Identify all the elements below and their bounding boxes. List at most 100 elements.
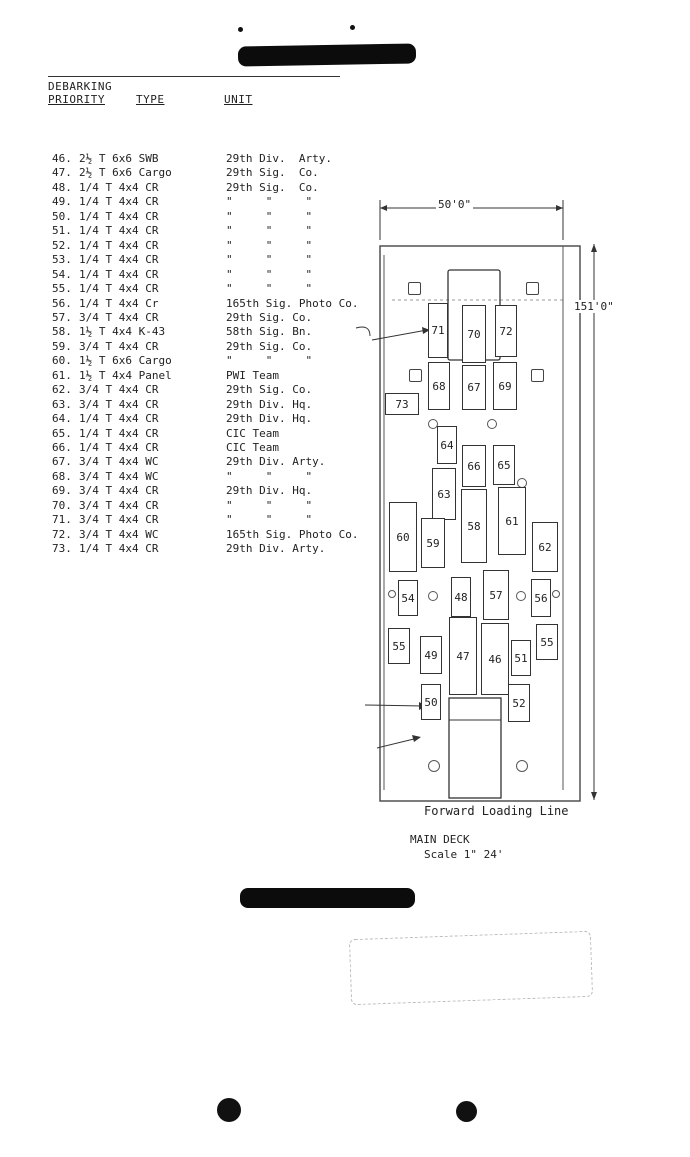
vehicle-55a: 55 [388,628,410,664]
vehicle-66: 66 [462,445,486,487]
punch-hole-right [456,1101,477,1122]
tie-down-ring [516,591,526,601]
vehicle-49: 49 [420,636,442,674]
header-unit: UNIT [224,93,253,106]
row-priority: 49. [52,195,72,209]
row-unit: 29th Div. Arty. [226,152,332,165]
row-type: 1/4 T 4x4 Cr [79,296,159,310]
row-unit: 29th Sig. Co. [226,166,319,180]
main-deck-label: MAIN DECK [410,833,470,846]
vehicle-63: 63 [432,468,456,520]
vehicle-50: 50 [421,684,441,720]
row-unit: 29th Div. Arty. [226,542,326,556]
vehicle-65: 65 [493,445,515,485]
row-type: 2½ T 6x6 Cargo [79,166,172,180]
row-unit: 29th Sig. Co. [226,310,313,324]
row-unit: " " " [226,513,313,527]
row-priority: 62. [52,383,72,397]
length-dimension-label: 151'0" [574,300,614,313]
ink-mark [238,27,243,32]
deck-marker [409,369,422,382]
row-type: 1½ T 6x6 Cargo [79,354,172,368]
row-type: 1/4 T 4x4 CR [79,282,159,296]
ink-mark [350,25,355,30]
row-priority: 54. [52,267,72,281]
row-priority: 68. [52,469,72,483]
vehicle-68: 68 [428,362,450,410]
vehicle-57: 57 [483,570,509,620]
row-unit: 29th Div. Arty. [226,455,326,469]
row-unit: " " " [226,469,313,483]
row-priority: 58. [52,325,72,339]
row-unit: 29th Sig. Co. [226,180,319,194]
row-type: 1/4 T 4x4 CR [79,441,159,454]
row-unit: 29th Div. Hq. [226,484,313,498]
row-unit: 29th Div. Hq. [226,412,313,426]
row-priority: 47. [52,166,72,180]
row-type: 3/4 T 4x4 CR [79,310,159,324]
tie-down-ring [388,590,396,598]
row-unit: 165th Sig. Photo Co. [226,296,359,310]
tie-down-ring [428,419,438,429]
row-type: 3/4 T 4x4 WC [79,469,159,483]
row-priority: 60. [52,354,72,368]
row-unit: 58th Sig. Bn. [226,325,313,339]
vehicle-71: 71 [428,303,448,358]
row-priority: 69. [52,484,72,498]
width-dimension-label: 50'0" [436,198,474,211]
header-rule-top [48,76,340,77]
row-priority: 66. [52,441,72,454]
row-unit: " " " [226,224,313,238]
deck-marker [531,369,544,382]
row-priority: 57. [52,310,72,324]
row-type: 1/4 T 4x4 CR [79,224,159,238]
vehicle-62: 62 [532,522,558,572]
tie-down-ring [487,419,497,429]
row-priority: 53. [52,253,72,267]
row-unit: " " " [226,209,313,223]
vehicle-69: 69 [493,362,517,410]
header-debarking: DEBARKING [48,80,113,93]
tie-down-ring [428,591,438,601]
redaction-bar-bottom [240,888,415,908]
row-type: 1½ T 4x4 Panel [79,368,172,382]
row-priority: 64. [52,412,72,426]
row-type: 3/4 T 4x4 CR [79,383,159,397]
tie-down-ring [552,590,560,598]
row-type: 1/4 T 4x4 CR [79,195,159,209]
row-type: 3/4 T 4x4 CR [79,498,159,512]
row-priority: 46. [52,152,72,165]
row-unit: " " " [226,498,313,512]
row-priority: 61. [52,368,72,382]
row-unit: CIC Team [226,426,279,440]
row-unit: " " " [226,354,313,368]
row-unit: 165th Sig. Photo Co. [226,527,359,541]
row-type: 1½ T 4x4 K-43 [79,325,166,339]
forward-loading-line-label: Forward Loading Line [424,804,569,818]
vehicle-48: 48 [451,577,471,617]
row-unit: 29th Div. Hq. [226,397,313,411]
row-unit: PWI Team [226,368,279,382]
deck-marker [526,282,539,295]
row-priority: 71. [52,513,72,527]
vehicle-56: 56 [531,579,551,617]
vehicle-70: 70 [462,305,486,363]
vehicle-46: 46 [481,623,509,695]
row-priority: 51. [52,224,72,238]
row-priority: 59. [52,339,72,353]
row-type: 2½ T 6x6 SWB [79,152,159,165]
row-type: 3/4 T 4x4 CR [79,484,159,498]
row-type: 3/4 T 4x4 WC [79,527,159,541]
row-priority: 65. [52,426,72,440]
vehicle-64: 64 [437,426,457,464]
row-priority: 67. [52,455,72,469]
row-unit: " " " [226,282,313,296]
deck-marker [408,282,421,295]
row-type: 1/4 T 4x4 CR [79,238,159,252]
vehicle-52: 52 [508,684,530,722]
row-type: 3/4 T 4x4 WC [79,455,159,469]
punch-hole-left [217,1098,241,1122]
row-priority: 48. [52,180,72,194]
tie-down-ring [516,760,528,772]
